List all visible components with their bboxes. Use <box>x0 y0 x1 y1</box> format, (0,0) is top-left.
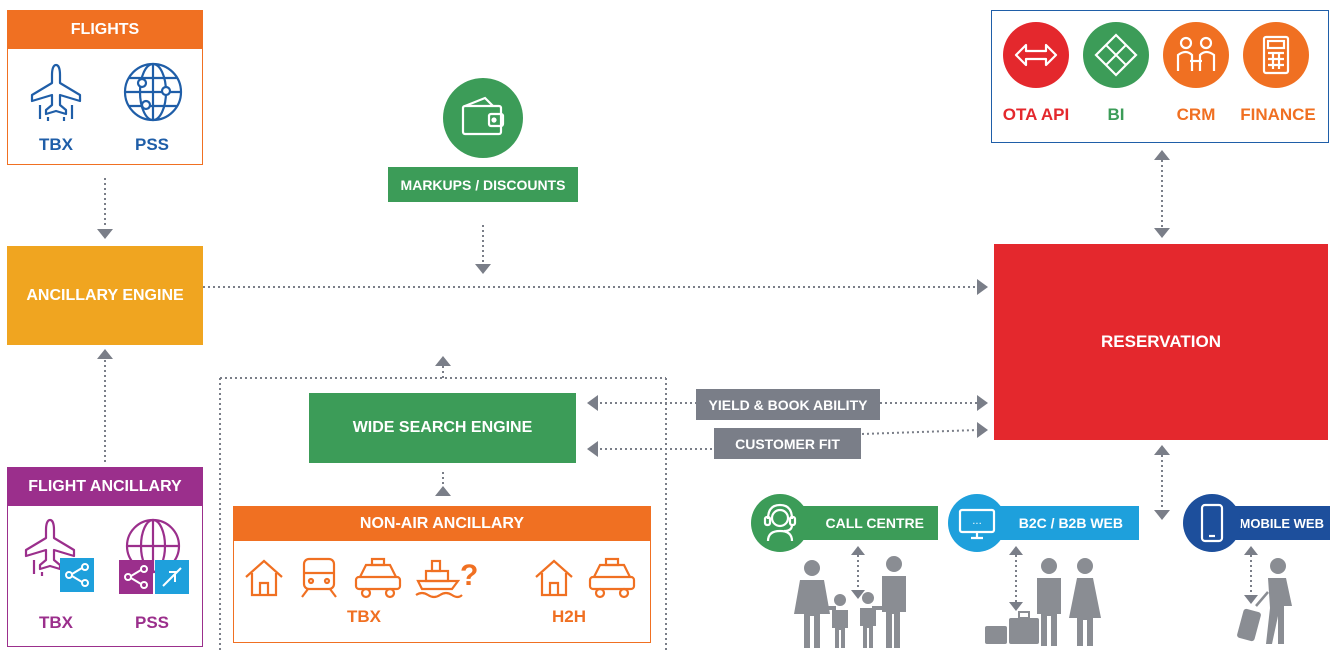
markups-discounts-label: MARKUPS / DISCOUNTS <box>388 167 578 202</box>
monitor-icon: ... <box>947 493 1007 553</box>
taxi-icon-2 <box>588 557 636 599</box>
non-air-title: NON-AIR ANCILLARY <box>234 507 650 541</box>
flight-ancillary-tbx-label: TBX <box>39 613 73 632</box>
plane-share-icon <box>20 516 100 596</box>
call-centre-label: CALL CENTRE <box>790 506 938 540</box>
family-icon <box>794 556 906 648</box>
customer-fit-label: CUSTOMER FIT <box>714 428 861 459</box>
yield-book-ability-label: YIELD & BOOK ABILITY <box>696 389 880 420</box>
train-icon <box>301 557 337 598</box>
ship-icon <box>415 559 463 599</box>
swap-arrows-icon <box>1003 22 1069 88</box>
reservation-box: RESERVATION <box>994 244 1328 440</box>
flights-tbx-label: TBX <box>39 135 73 154</box>
flights-title: FLIGHTS <box>8 11 202 49</box>
wallet-icon <box>443 78 523 158</box>
house-icon-2 <box>535 559 573 597</box>
ancillary-engine-box: ANCILLARY ENGINE <box>7 246 203 345</box>
question-mark: ? <box>460 559 479 592</box>
taxi-icon <box>354 557 402 599</box>
calculator-icon <box>1243 22 1309 88</box>
system-label-bi: BI <box>1107 105 1125 124</box>
non-air-icons-row <box>245 557 636 599</box>
system-label-finance: FINANCE <box>1240 105 1316 124</box>
flights-box: FLIGHTS TBX PSS <box>7 10 203 165</box>
non-air-h2h-label: H2H <box>551 607 586 626</box>
plane-icon <box>26 61 86 123</box>
mobile-phone-icon <box>1182 493 1242 553</box>
systems-box: OTA API BI CRM FINANCE <box>991 10 1329 143</box>
web-channel-label: B2C / B2B WEB <box>985 506 1139 540</box>
globe-share-icon <box>113 516 195 596</box>
couple-luggage-icon <box>985 558 1101 646</box>
non-air-ancillary-box: NON-AIR ANCILLARY ? TBX H2H <box>233 506 651 643</box>
non-air-tbx-label: TBX <box>347 607 381 626</box>
systems-icons <box>1003 22 1309 88</box>
flight-ancillary-title: FLIGHT ANCILLARY <box>8 468 202 506</box>
puzzle-icon <box>1083 22 1149 88</box>
flights-pss-label: PSS <box>134 135 170 154</box>
traveller-icon <box>1237 558 1292 644</box>
people-exchange-icon <box>1163 22 1229 88</box>
headset-icon <box>750 493 810 553</box>
monitor-screen-text: ... <box>972 516 982 527</box>
flight-ancillary-box: FLIGHT ANCILLARY <box>7 467 203 647</box>
house-icon <box>245 559 283 597</box>
system-label-ota-api: OTA API <box>1002 105 1070 124</box>
globe-network-icon <box>122 61 184 123</box>
system-label-crm: CRM <box>1176 105 1216 124</box>
wide-search-engine-box: WIDE SEARCH ENGINE <box>309 393 576 463</box>
flight-ancillary-pss-label: PSS <box>134 613 170 632</box>
